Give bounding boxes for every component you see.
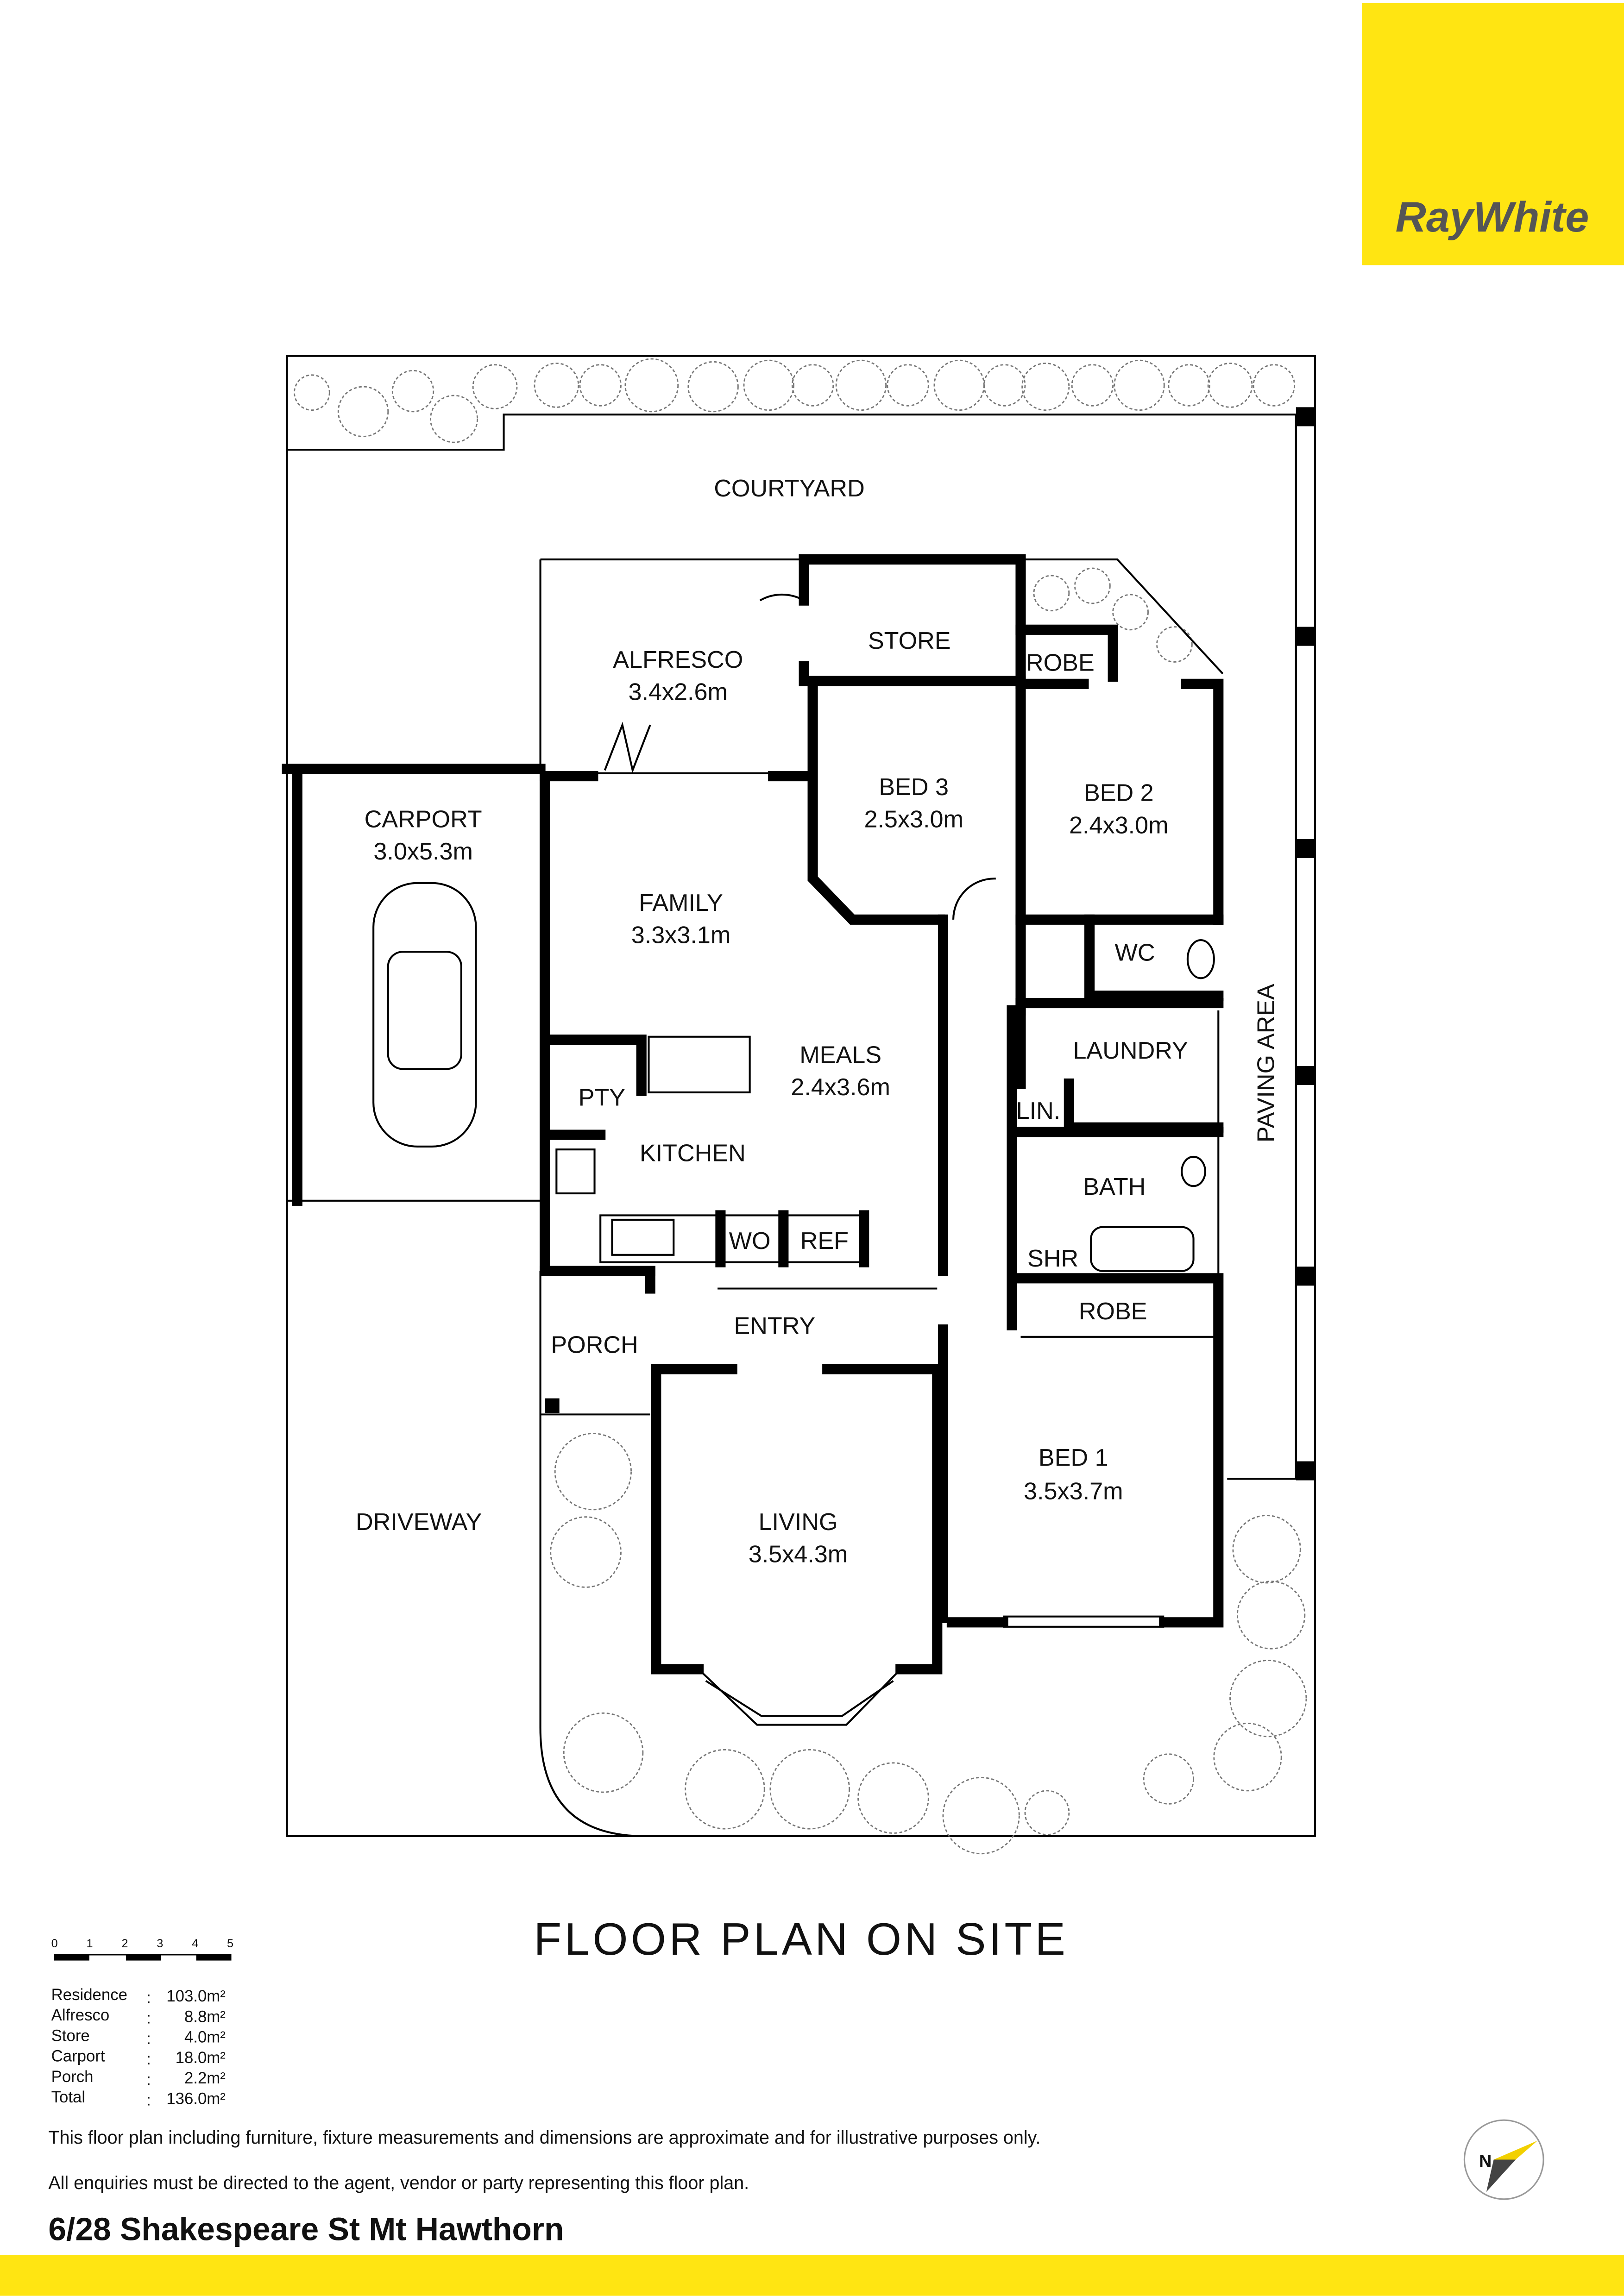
property-address: 6/28 Shakespeare St Mt Hawthorn	[48, 2211, 564, 2247]
area-table: Residence : 103.0m² Alfresco : 8.8m² Sto…	[51, 1986, 226, 2109]
scale-tick: 4	[192, 1937, 198, 1950]
label-bed3: BED 3	[879, 774, 949, 801]
scale-tick: 1	[87, 1937, 93, 1950]
label-alfresco: ALFRESCO	[613, 646, 743, 673]
area-sep: :	[146, 2030, 151, 2048]
walls	[282, 554, 1224, 1837]
label-ref: REF	[800, 1228, 849, 1255]
label-robe-bottom: ROBE	[1079, 1298, 1147, 1325]
label-wc: WC	[1115, 939, 1155, 966]
scale-tick: 2	[121, 1937, 128, 1950]
area-sep: :	[146, 2092, 151, 2109]
size-carport: 3.0x5.3m	[373, 838, 473, 865]
label-courtyard: COURTYARD	[714, 475, 865, 502]
area-value: 18.0m²	[176, 2049, 226, 2067]
label-bed2: BED 2	[1084, 780, 1154, 807]
car-icon	[372, 882, 477, 1148]
landscaping-trees	[294, 358, 1307, 1855]
size-living: 3.5x4.3m	[749, 1541, 848, 1568]
label-living: LIVING	[758, 1509, 837, 1536]
sink-icon	[611, 1218, 675, 1256]
label-robe-top: ROBE	[1026, 649, 1095, 676]
scale-tick: 5	[227, 1937, 233, 1950]
label-store: STORE	[868, 627, 951, 654]
room-labels: COURTYARD ALFRESCO 3.4x2.6m STORE ROBE B…	[356, 475, 1279, 1568]
label-driveway: DRIVEWAY	[356, 1509, 482, 1536]
scale-bar: 0 1 2 3 4 5	[51, 1937, 233, 1961]
label-kitchen: KITCHEN	[640, 1140, 746, 1167]
area-label: Total	[51, 2089, 85, 2106]
footer-bar	[0, 2255, 1624, 2296]
area-sep: :	[146, 1989, 151, 2007]
area-value: 136.0m²	[166, 2090, 226, 2108]
scale-tick: 0	[51, 1937, 58, 1950]
north-arrow-icon: N	[1463, 2119, 1544, 2200]
label-lin: LIN.	[1016, 1098, 1061, 1124]
label-family: FAMILY	[639, 890, 723, 916]
area-value: 8.8m²	[184, 2008, 226, 2026]
disclaimer-text: This floor plan including furniture, fix…	[48, 2127, 1040, 2148]
area-label: Alfresco	[51, 2007, 110, 2024]
bathtub-icon	[1090, 1226, 1195, 1272]
label-meals: MEALS	[799, 1042, 881, 1069]
site-boundary	[286, 355, 1316, 1837]
label-paving-area: PAVING AREA	[1253, 984, 1279, 1142]
basin-icon	[1181, 1155, 1206, 1187]
size-alfresco: 3.4x2.6m	[628, 679, 728, 706]
page-title: FLOOR PLAN ON SITE	[534, 1913, 1068, 1964]
label-bath: BATH	[1083, 1173, 1146, 1200]
stove-icon	[555, 1148, 596, 1195]
label-carport: CARPORT	[365, 806, 482, 833]
label-wo: WO	[729, 1228, 771, 1255]
area-sep: :	[146, 2071, 151, 2089]
area-label: Carport	[51, 2048, 105, 2065]
ray-white-logo: RayWhite	[1362, 3, 1624, 265]
label-porch: PORCH	[551, 1332, 638, 1359]
area-value: 103.0m²	[166, 1988, 226, 2005]
area-label: Store	[51, 2027, 90, 2045]
toilet-icon	[1186, 939, 1215, 979]
area-label: Porch	[51, 2068, 94, 2086]
label-pty: PTY	[579, 1084, 625, 1111]
size-family: 3.3x3.1m	[631, 922, 731, 948]
enquiries-text: All enquiries must be directed to the ag…	[48, 2173, 749, 2193]
label-laundry: LAUNDRY	[1073, 1037, 1188, 1064]
size-meals: 2.4x3.6m	[791, 1074, 890, 1101]
area-sep: :	[146, 2051, 151, 2068]
label-shr: SHR	[1027, 1245, 1078, 1272]
area-sep: :	[146, 2010, 151, 2027]
area-value: 4.0m²	[184, 2029, 226, 2046]
size-bed1: 3.5x3.7m	[1024, 1478, 1123, 1505]
size-bed2: 2.4x3.0m	[1069, 812, 1169, 839]
size-bed3: 2.5x3.0m	[864, 806, 963, 833]
area-label: Residence	[51, 1986, 127, 2004]
compass-n: N	[1479, 2152, 1492, 2171]
label-entry: ENTRY	[734, 1312, 815, 1339]
area-value: 2.2m²	[184, 2070, 226, 2087]
scale-tick: 3	[157, 1937, 163, 1950]
label-bed1: BED 1	[1039, 1444, 1108, 1471]
logo-text: RayWhite	[1396, 194, 1589, 241]
